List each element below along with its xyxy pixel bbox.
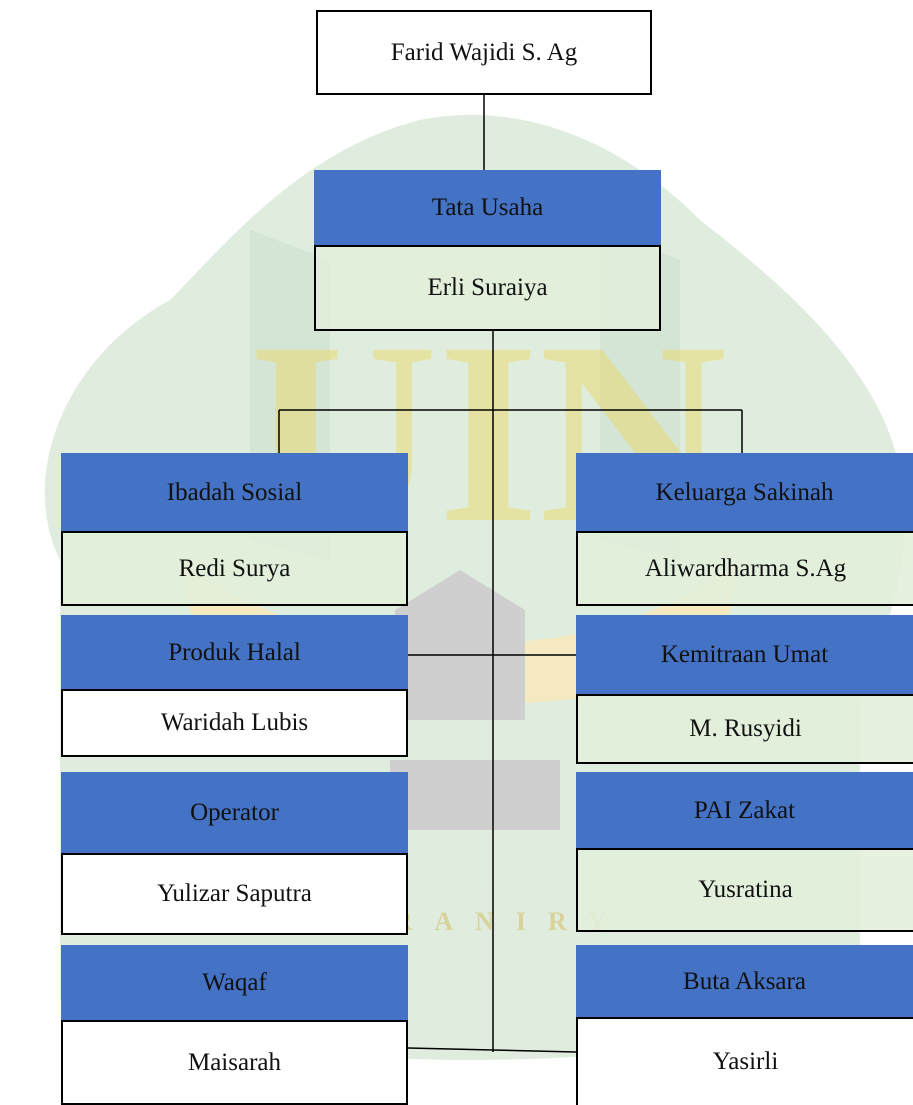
admin-name: Erli Suraiya [427,274,548,301]
right-role-box: Buta Aksara [576,945,913,1018]
left-role: Operator [190,799,279,826]
right-name: Yasirli [712,1048,779,1075]
admin-role: Tata Usaha [431,194,544,221]
left-name: Yulizar Saputra [157,880,312,907]
right-name-box: Aliwardharma S.Ag [576,531,913,606]
left-name-box: Redi Surya [61,531,408,606]
left-role-box: Ibadah Sosial [61,453,408,532]
left-role: Produk Halal [168,638,301,666]
left-name: Redi Surya [178,554,291,582]
left-name-box: Yulizar Saputra [61,853,408,935]
right-role-box: Keluarga Sakinah [576,453,913,532]
left-role-box: Waqaf [61,945,408,1021]
left-name: Maisarah [187,1048,282,1076]
right-role: Kemitraan Umat [660,641,829,668]
right-role-box: PAI Zakat [576,772,913,849]
left-name-box: Waridah Lubis [61,689,408,757]
right-name: Yusratina [698,876,793,903]
left-role-box: Produk Halal [61,615,408,690]
right-role-box: Kemitraan Umat [576,615,913,695]
head-box: Farid Wajidi S. Ag [316,10,652,95]
admin-role-box: Tata Usaha [314,170,661,246]
left-name: Waridah Lubis [160,709,309,736]
right-role: Buta Aksara [683,967,806,995]
left-name-box: Maisarah [61,1020,408,1105]
left-role: Waqaf [202,969,267,996]
right-name-box: M. Rusyidi [576,694,913,764]
admin-name-box: Erli Suraiya [314,245,661,331]
left-role: Ibadah Sosial [166,478,303,506]
right-name: M. Rusyidi [689,715,802,742]
right-name-box: Yasirli [576,1017,913,1105]
right-role: Keluarga Sakinah [655,478,834,506]
right-role: PAI Zakat [693,796,796,824]
right-name-box: Yusratina [576,848,913,932]
head-name: Farid Wajidi S. Ag [390,38,578,66]
left-role-box: Operator [61,772,408,854]
right-name: Aliwardharma S.Ag [644,554,847,582]
